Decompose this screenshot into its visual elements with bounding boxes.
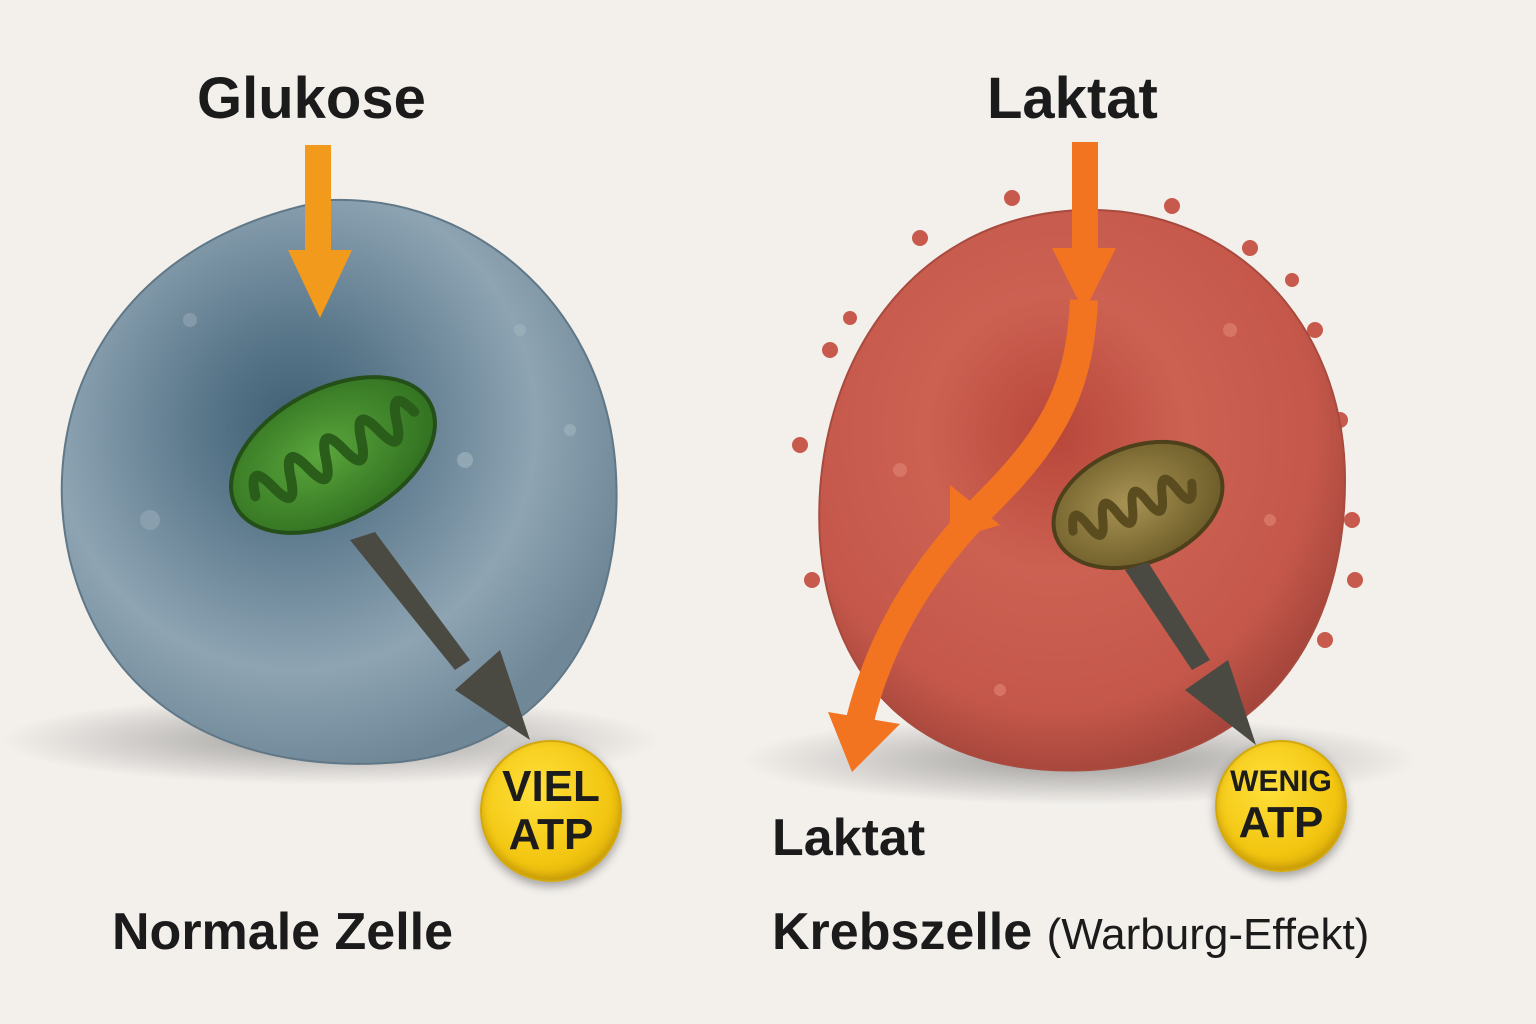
glukose-arrow-icon <box>288 145 352 318</box>
mitochondrion-icon <box>1051 439 1225 571</box>
viel-atp-badge: VIEL ATP <box>480 740 622 882</box>
cancer-cell-label: Krebszelle (Warburg-Effekt) <box>772 906 1369 958</box>
badge-line1: WENIG <box>1230 765 1332 798</box>
cell-bump <box>994 684 1006 696</box>
wenig-atp-badge: WENIG ATP <box>1215 740 1347 872</box>
cell-bump <box>457 452 473 468</box>
atp-arrow-right-icon <box>1125 562 1256 745</box>
badge-line2: ATP <box>508 810 594 859</box>
laktat-output-label: Laktat <box>772 809 926 867</box>
atp-arrow-left-icon <box>350 532 530 740</box>
warburg-note: (Warburg-Effekt) <box>1046 910 1370 959</box>
badge-line1: VIEL <box>502 762 600 811</box>
glukose-label: Glukose <box>197 66 426 131</box>
normal-cell-label: Normale Zelle <box>112 903 454 961</box>
cell-bump <box>1264 514 1276 526</box>
cell-bump <box>514 324 526 336</box>
laktat-arrow-icon <box>828 142 1116 772</box>
cancer-cell-title: Krebszelle <box>772 903 1033 961</box>
cell-bump <box>183 313 197 327</box>
badge-line2: ATP <box>1238 798 1324 847</box>
cell-bump <box>564 424 576 436</box>
laktat-input-label: Laktat <box>987 66 1158 131</box>
mitochondrion-icon <box>229 375 437 535</box>
cell-bump <box>140 510 160 530</box>
cell-bump <box>1223 323 1237 337</box>
cell-bump <box>893 463 907 477</box>
